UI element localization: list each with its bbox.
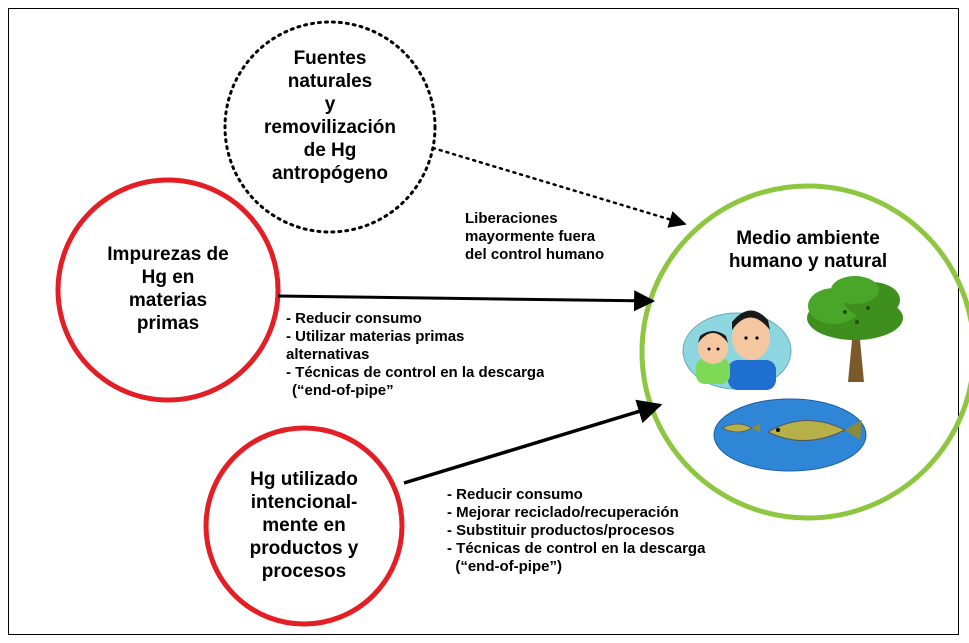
node-line: Fuentes [293, 48, 367, 69]
label-line: - Utilizar materias primas [286, 328, 465, 345]
node-line: antropógeno [271, 163, 389, 184]
environment-circle [639, 183, 969, 521]
intentional-measures: - Reducir consumo - Mejorar reciclado/re… [447, 486, 705, 576]
label-line: - Reducir consumo [447, 486, 583, 503]
node-line: naturales [287, 71, 373, 92]
impurities-measures: - Reducir consumo - Utilizar materias pr… [286, 310, 544, 408]
node-line: y [324, 94, 336, 115]
label-line: (“end-of-pipe” [292, 382, 394, 399]
node-line: removilización [264, 117, 396, 138]
people-icon [682, 310, 792, 390]
environment-title: Medio ambiente humano y natural [708, 227, 908, 273]
label-line: Liberaciones [465, 210, 558, 227]
natural-release-arrow [431, 146, 687, 228]
label-line: - Técnicas de control en la descarga [447, 540, 706, 557]
intentional-arrow [403, 399, 663, 485]
label-line: - Técnicas de control en la descarga [286, 364, 545, 381]
releases-label: Liberaciones mayormente fuera del contro… [465, 210, 604, 264]
label-line: alternativas [286, 346, 370, 363]
impurities-text: Impurezas de Hg en materias primas [68, 243, 268, 335]
label-line: (“end-of-pipe”) [447, 558, 562, 575]
diagram-frame [8, 8, 959, 635]
node-line: Hg utilizado [250, 469, 358, 490]
fish-pond-icon [713, 398, 867, 472]
node-line: Impurezas de [107, 244, 229, 265]
label-line: - Mejorar reciclado/recuperación [447, 504, 679, 521]
intentional-text: Hg utilizado intencional- mente en produ… [204, 468, 404, 583]
node-line: procesos [261, 561, 347, 582]
label-line: mayormente fuera [465, 228, 596, 245]
impurities-circle [55, 177, 281, 403]
node-line: de Hg [303, 140, 357, 161]
natural-sources-circle [223, 20, 437, 234]
node-line: humano y natural [728, 251, 888, 272]
natural-sources-text: Fuentes naturales y removilización de Hg… [230, 47, 430, 185]
intentional-circle [203, 425, 405, 627]
node-line: intencional- [250, 492, 358, 513]
node-line: primas [136, 313, 200, 334]
impurities-arrow [277, 290, 656, 312]
node-line: mente en [262, 515, 346, 536]
node-line: productos y [249, 538, 359, 559]
node-line: Medio ambiente [736, 228, 880, 249]
label-line: - Substituir productos/procesos [447, 522, 675, 539]
label-line: - Reducir consumo [286, 310, 422, 327]
node-line: Hg en [141, 267, 195, 288]
tree-icon [807, 276, 903, 382]
label-line: del control humano [465, 246, 605, 263]
node-line: materias [128, 290, 208, 311]
